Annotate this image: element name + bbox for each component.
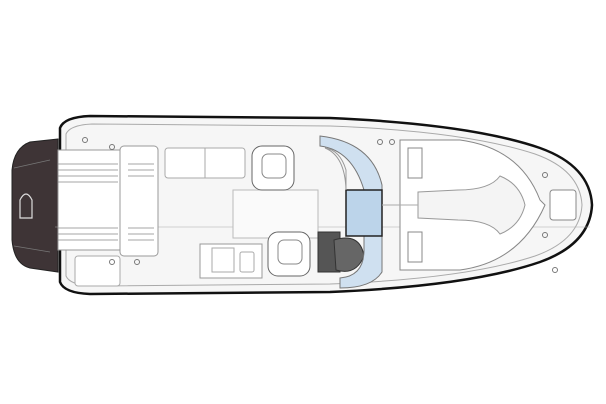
platform-seam <box>13 245 51 253</box>
bow-seat-stbd-slats <box>407 231 423 263</box>
bow-seat-port-slats <box>407 147 423 179</box>
anchor-locker <box>549 189 577 221</box>
starboard-lounge <box>74 255 121 287</box>
sun-pad-slats <box>58 163 118 241</box>
gunwale-inner <box>65 123 583 287</box>
aft-bench-backrest <box>119 145 159 257</box>
aft-sun-pad <box>57 149 121 251</box>
cockpit-table <box>232 189 319 239</box>
bow-floor <box>417 175 526 235</box>
cleats <box>82 137 558 273</box>
platform-ladder-icon <box>19 193 33 219</box>
windshield <box>319 135 383 289</box>
platform-seam <box>13 159 51 169</box>
walkthrough-door <box>345 189 383 237</box>
swim-platform <box>11 138 59 273</box>
